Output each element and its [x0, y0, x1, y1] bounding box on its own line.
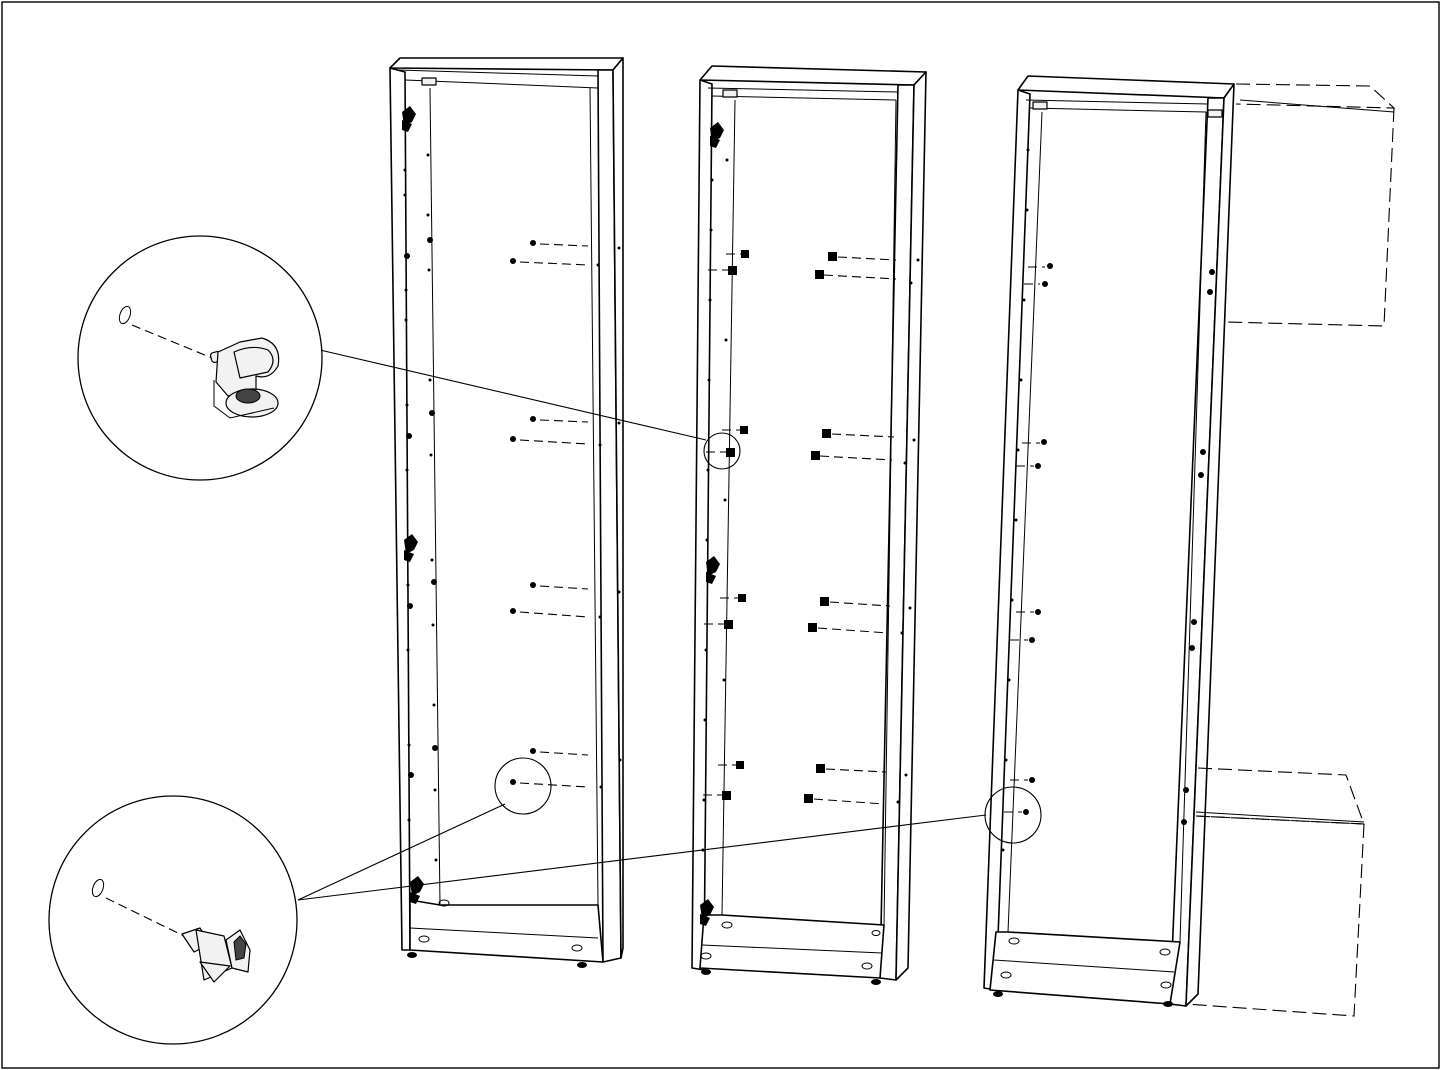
hole-column-left — [701, 158, 729, 852]
hole-column-right — [896, 258, 920, 804]
right-side-edge — [612, 57, 624, 959]
bottom-panel — [699, 914, 885, 979]
shelf-pegs-right — [510, 240, 589, 788]
top-panel-edge — [699, 65, 927, 86]
cabinet-middle — [691, 65, 927, 985]
inner-frame — [707, 87, 899, 926]
shelf-clip-support-icon — [209, 337, 280, 419]
top-panel-edge — [389, 57, 624, 71]
right-side-edge — [895, 71, 927, 981]
top-connector — [421, 77, 437, 86]
inner-frame — [397, 69, 599, 906]
shelf-clips-right — [804, 252, 897, 805]
peg-support-detail — [48, 795, 298, 1045]
top-connector — [1207, 109, 1223, 118]
adjacent-upper-cabinet — [1223, 83, 1396, 327]
left-side-panel — [691, 79, 713, 971]
detail-highlight-circle — [494, 757, 552, 815]
shelf-pegs-right — [1181, 269, 1215, 825]
cabinet-right — [983, 75, 1235, 1007]
base-edge — [409, 927, 599, 939]
hole-column-right — [596, 246, 622, 789]
base-edge — [701, 944, 883, 954]
top-connector — [1032, 101, 1048, 110]
bottom-panel — [989, 931, 1181, 1005]
right-side-edge — [1185, 83, 1235, 1007]
leader-lines — [297, 349, 987, 901]
top-panel-edge — [1017, 75, 1235, 99]
hole-column-left — [1001, 148, 1030, 852]
detail-highlight-circle — [703, 432, 741, 470]
left-side-panel — [983, 89, 1031, 991]
base-edge — [993, 959, 1175, 973]
inner-frame — [1007, 99, 1209, 943]
cabinet-left — [389, 57, 624, 968]
top-connector — [722, 89, 738, 98]
left-side-panel — [389, 67, 411, 951]
shelf-clips-left — [703, 250, 749, 800]
clip-support-detail — [77, 235, 323, 481]
cam-fittings — [700, 122, 724, 926]
cam-fittings — [402, 106, 424, 904]
shelf-pegs-left — [404, 237, 438, 778]
hole-column-left — [403, 153, 438, 862]
shelf-pegs-left — [1004, 263, 1053, 815]
adjacent-lower-cabinet — [1185, 767, 1365, 1017]
bottom-panel — [409, 899, 604, 963]
shelf-peg-support-icon — [181, 927, 251, 983]
